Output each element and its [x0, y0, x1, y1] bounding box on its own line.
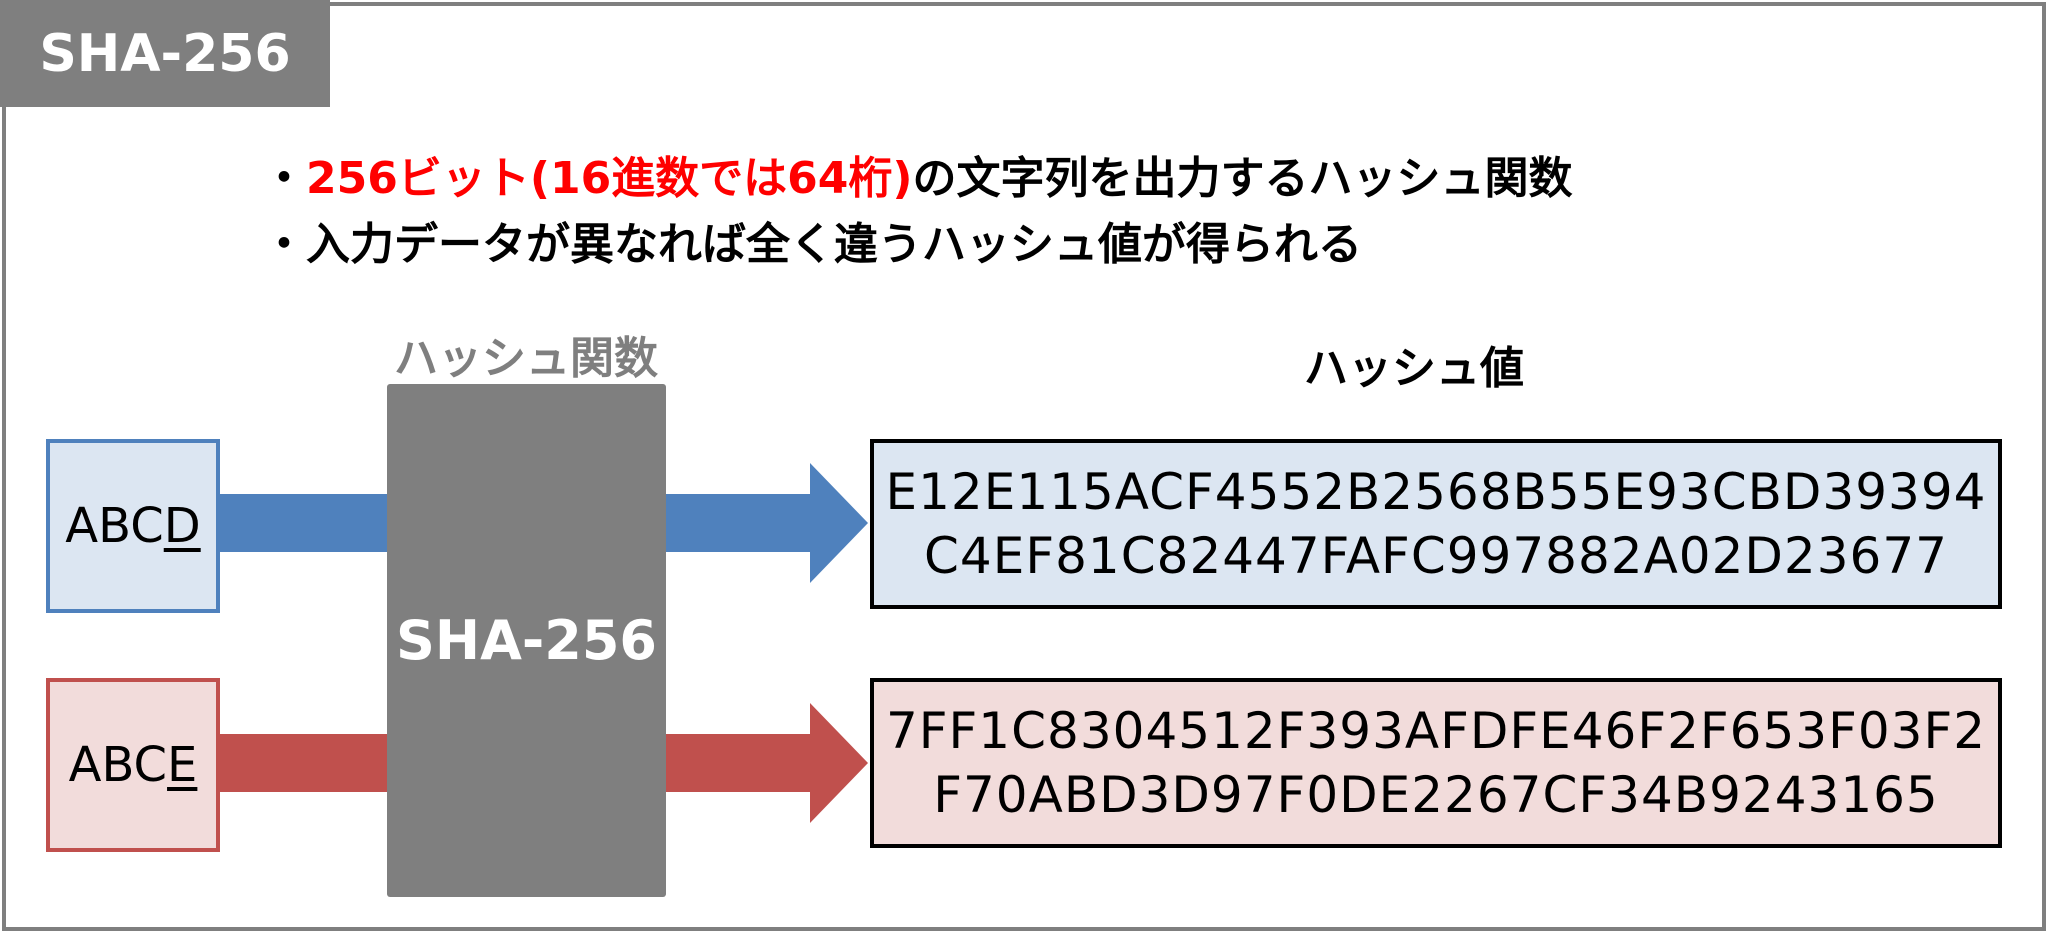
input-base: ABC	[68, 737, 168, 793]
bullet-text: 入力データが異なれば全く違うハッシュ値が得られる	[306, 219, 1362, 270]
hash-function-label: ハッシュ関数	[394, 333, 658, 384]
hash-function-box: SHA-256	[387, 384, 666, 897]
hash-value-label: ハッシュ値	[1304, 343, 1524, 394]
bullet-list: ・256ビット(16進数では64桁)の文字列を出力するハッシュ関数 ・入力データ…	[262, 146, 1573, 278]
arrow-output-1-shaft	[666, 494, 812, 552]
arrow-input-1	[216, 494, 388, 552]
bullet-1: ・256ビット(16進数では64桁)の文字列を出力するハッシュ関数	[262, 146, 1573, 212]
arrow-input-2	[216, 734, 388, 792]
hash-line-1: E12E115ACF4552B2568B55E93CBD39394	[885, 463, 1987, 521]
hash-output-box-1: E12E115ACF4552B2568B55E93CBD39394 C4EF81…	[870, 439, 2002, 609]
arrow-output-2-head	[810, 703, 868, 823]
input-changed-char: D	[163, 498, 201, 554]
bullet-2: ・入力データが異なれば全く違うハッシュ値が得られる	[262, 212, 1573, 278]
bullet-marker: ・	[262, 153, 306, 204]
arrow-output-2-shaft	[666, 734, 812, 792]
input-changed-char: E	[167, 737, 198, 793]
bullet-marker: ・	[262, 219, 306, 270]
input-base: ABC	[65, 498, 164, 554]
hash-line-2: C4EF81C82447FAFC997882A02D23677	[924, 527, 1948, 585]
hash-line-1: 7FF1C8304512F393AFDFE46F2F653F03F2	[885, 702, 1987, 760]
bullet-highlight: 256ビット(16進数では64桁)	[306, 153, 913, 204]
hash-output-box-2: 7FF1C8304512F393AFDFE46F2F653F03F2 F70AB…	[870, 678, 2002, 848]
title-tab: SHA-256	[0, 0, 330, 107]
bullet-text: の文字列を出力するハッシュ関数	[912, 153, 1573, 204]
arrow-output-1-head	[810, 463, 868, 583]
hash-line-2: F70ABD3D97F0DE2267CF34B9243165	[933, 766, 1939, 824]
